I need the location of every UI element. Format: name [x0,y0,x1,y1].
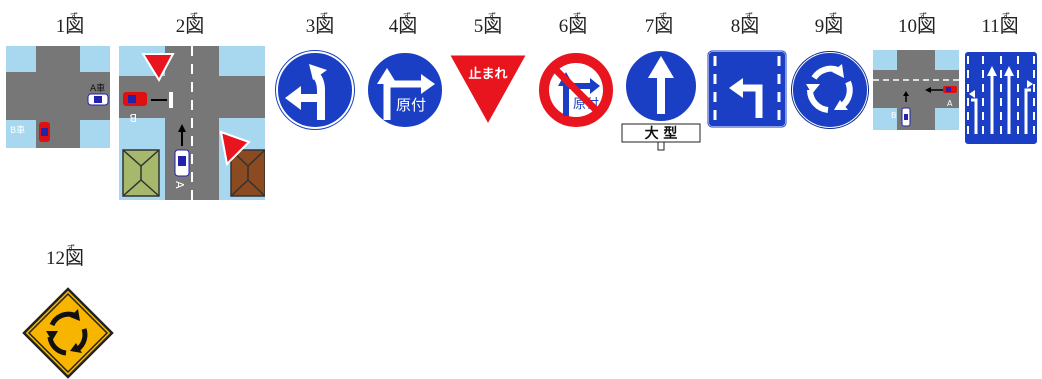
sign-roundabout-warning [22,287,114,379]
intersection-diagram-1: A車 B車 [6,46,110,148]
figure-label-6: ず 6図 [558,12,588,37]
figure-label-4: ず 4図 [388,12,418,37]
figure-label-3: ず 3図 [305,12,335,37]
sign-moped-two-stage-turn: 原付 [366,51,444,129]
sign-straight-only-large: 大 型 [621,49,701,151]
sign-stop: 止まれ [446,52,530,130]
car-b-label: B [891,111,897,120]
stop-triangle-bottom [219,130,251,167]
figure-label-10: ず 10図 [897,12,936,37]
car-a-label: A [173,181,186,189]
sign-roundabout [791,51,869,129]
ruby-1: ず [70,12,78,21]
stop-label: 止まれ [468,66,507,82]
sign-moped-two-stage-prohibited: 原付 [537,51,615,129]
figure-label-12: ず 12図 [45,244,84,269]
figure-label-5: ず 5図 [473,12,503,37]
car-a-label: A [947,99,953,108]
car-b [39,122,50,142]
figure-label-7: ず 7図 [644,12,674,37]
figure-label-11: ず 11図 [981,12,1019,37]
road-diagram-2: B A [119,46,265,200]
car-b-label: B [129,111,137,124]
large-vehicle-plate: 大 型 [645,125,678,142]
figure-label-1: ず 1図 [48,12,92,37]
figure-label-8: ず 8図 [730,12,760,37]
car-a [87,93,109,106]
figure-label-9: ず 9図 [814,12,844,37]
stop-triangle-top [141,53,175,83]
figure-label-2: ず 2図 [175,12,205,37]
sign-lane-directions [963,50,1039,146]
moped-label: 原付 [396,96,426,114]
sign-lane-left-turn [707,50,787,128]
car-b-label: B車 [10,124,25,136]
car-a-label: A車 [90,82,105,94]
intersection-diagram-10: A B [873,50,959,130]
sign-straight-or-left [275,50,355,130]
